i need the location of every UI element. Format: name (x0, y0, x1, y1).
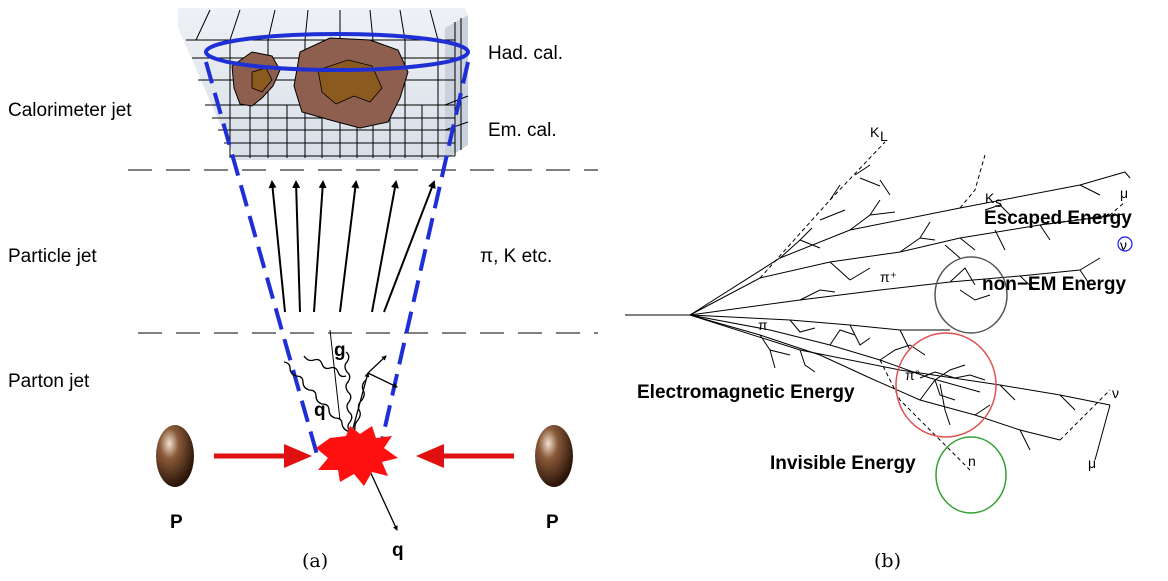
label-escaped-energy: Escaped Energy (984, 208, 1132, 229)
label-em-cal: Em. cal. (488, 120, 557, 141)
label-pi-left: π (758, 317, 768, 333)
label-neutron: n (968, 453, 976, 469)
label-k-long: K (870, 124, 880, 140)
label-proton-left: P (170, 512, 183, 533)
label-mu-top: μ (1120, 185, 1128, 201)
label-parton-jet: Parton jet (8, 371, 90, 392)
label-k-long-sub: L (880, 128, 888, 144)
label-invisible-energy: Invisible Energy (770, 453, 916, 474)
particle-arrows (268, 180, 436, 313)
label-quark-lower: q (392, 540, 404, 561)
caption-b: (b) (874, 550, 901, 572)
electromagnetic-energy-circle (895, 332, 997, 438)
label-pi-plus: π⁺ (880, 269, 897, 285)
panel-b: K L K s μ ν π⁺ π π° n ν μ Escaped Energy… (625, 124, 1133, 572)
escaped-neutrino-circle (1117, 236, 1133, 252)
label-quark-upper: q (314, 400, 326, 421)
beam-arrow-right (416, 444, 514, 468)
proton-right (535, 425, 573, 487)
label-calorimeter-jet: Calorimeter jet (8, 100, 132, 121)
calorimeter-block (178, 8, 470, 160)
beam-arrow-left (214, 444, 312, 468)
label-k-short-sub: s (995, 194, 1002, 210)
jet-cone-left (204, 61, 320, 459)
panel-a: Calorimeter jet Particle jet Parton jet … (8, 8, 598, 572)
label-pi-k: π, K etc. (480, 246, 552, 267)
label-nu-mu-bottom: ν (1112, 385, 1119, 401)
hadron-shower (625, 141, 1131, 471)
label-had-cal: Had. cal. (488, 43, 563, 64)
label-pi-zero: π° (905, 367, 920, 383)
invisible-energy-circle (935, 436, 1007, 514)
collision-star (316, 426, 398, 486)
label-nu-mu-top: ν (1120, 237, 1127, 253)
proton-left (156, 425, 194, 487)
jet-cone-right (376, 61, 470, 459)
label-mu-bottom: μ (1088, 455, 1096, 471)
label-gluon: g (334, 340, 346, 361)
label-particle-jet: Particle jet (8, 246, 97, 267)
jet-cone-ring (204, 32, 470, 72)
label-k-short: K (985, 190, 995, 206)
non-em-energy-circle (934, 256, 1008, 334)
label-electromagnetic-energy: Electromagnetic Energy (637, 382, 855, 403)
label-proton-right: P (546, 512, 559, 533)
label-non-em-energy: non−EM Energy (982, 274, 1127, 295)
caption-a: (a) (302, 550, 328, 572)
